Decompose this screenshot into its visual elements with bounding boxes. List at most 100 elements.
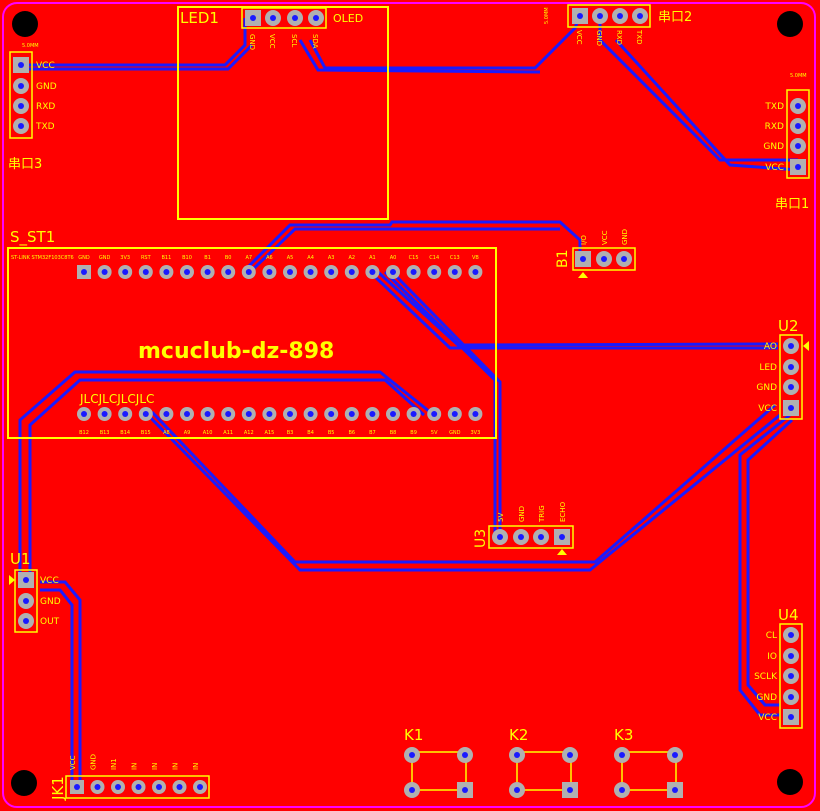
s-st1-module: S_ST1 ST-LINK STM32F103C8T6 mcuclub-dz-8… [7, 228, 497, 439]
pad-hole [451, 411, 458, 417]
pin-label: A11 [223, 430, 233, 436]
pad-hole [176, 784, 183, 790]
pin-label: 3V3 [120, 255, 130, 261]
pin-label: A5 [287, 255, 294, 261]
led1-pin-label: SDA [311, 34, 319, 49]
pad-hole [390, 411, 396, 417]
s-st1-ref: S_ST1 [10, 228, 55, 247]
port2-pin-label: TXD [635, 29, 643, 44]
pad-hole [81, 269, 87, 275]
led1-pin-label: SCL [290, 34, 298, 47]
k1-ref: K1 [404, 726, 423, 744]
pin-label: B5 [328, 430, 335, 436]
pad-hole [307, 411, 314, 417]
pin-label: B1 [204, 255, 211, 261]
pad-hole [245, 269, 252, 275]
pin-label: IN1 [110, 758, 118, 770]
pin-label: B15 [141, 430, 151, 436]
pin-label: VCC [69, 755, 77, 770]
s-st1-bottom-pads [77, 407, 483, 421]
pad-hole [135, 784, 142, 790]
pad-hole [122, 269, 129, 275]
b1-ref: B1 [555, 249, 571, 268]
pad-hole [245, 411, 252, 417]
pad-hole [410, 269, 417, 275]
port1-pin-label: TXD [764, 102, 784, 112]
pin-label: B7 [369, 430, 376, 436]
u3-pin-label: TRIG [538, 505, 546, 523]
port3-pin-label: TXD [35, 122, 55, 132]
port3-connector: 5.0MM VCC GND RXD TXD 串口3 [8, 43, 57, 172]
pad-hole [142, 269, 149, 275]
led1-name: OLED [333, 12, 363, 25]
pin-label: A10 [203, 430, 213, 436]
port3-pin-label: VCC [36, 61, 55, 71]
port1-pin-label: RXD [765, 122, 784, 132]
pin-label: A2 [348, 255, 355, 261]
u2-module: U2 AO LED GND VCC [756, 317, 809, 420]
u4-ref: U4 [778, 606, 799, 624]
pin-label: B10 [182, 255, 192, 261]
pad-hole [115, 784, 121, 790]
pad-hole [184, 269, 190, 275]
u1-pin-label: OUT [40, 617, 60, 627]
pin-label: RST [141, 255, 152, 261]
pin-label: B6 [348, 430, 355, 436]
pad-hole [472, 411, 479, 417]
pad-hole [348, 411, 355, 417]
pin-label: B14 [120, 430, 130, 436]
port2-connector: 5.0MM 串口2 VCC GND RXD TXD [544, 4, 692, 46]
u4-pin-label: GND [756, 693, 777, 703]
u2-pin-label: GND [756, 383, 777, 393]
u1-pin-label: GND [40, 597, 61, 607]
pin-label: A0 [390, 255, 397, 261]
pad-hole [472, 269, 479, 275]
u4-pin-label: VCC [758, 713, 777, 723]
u4-pin-label: CL [766, 631, 777, 641]
pin-label: A6 [266, 255, 273, 261]
u2-ref: U2 [778, 317, 799, 335]
port2-tag: 5.0MM [544, 7, 550, 24]
pad-hole [287, 411, 293, 417]
port3-pin-label: RXD [36, 102, 55, 112]
b1-pin-label: GND [621, 229, 629, 245]
pad-hole [101, 411, 108, 417]
s-st1-jlc: JLCJLCJLCJLC [79, 392, 154, 406]
pin-label: A4 [307, 255, 314, 261]
pin-label: A12 [244, 430, 254, 436]
pad-hole [225, 269, 232, 275]
u2-pin-label: AO [764, 342, 777, 352]
pin-label: IN [131, 763, 139, 770]
pad-hole [369, 411, 376, 417]
k3-switch: K3 [614, 726, 683, 798]
u3-ref: U3 [473, 529, 489, 548]
pad-hole [307, 269, 314, 275]
pin-label: GND [90, 754, 98, 770]
pad-hole [163, 411, 170, 417]
k3-ref: K3 [614, 726, 633, 744]
pin-label: A3 [328, 255, 335, 261]
pin-label: C13 [450, 255, 460, 261]
pin-label: IN [151, 763, 159, 770]
led1-pads [245, 10, 324, 26]
pin-label: 5V [431, 430, 438, 436]
s-st1-title: mcuclub-dz-898 [138, 339, 334, 364]
u2-pin-label: LED [759, 363, 777, 373]
pin-label: B4 [307, 430, 314, 436]
pin-label: B12 [79, 430, 89, 436]
pad-hole [204, 269, 211, 275]
pad-hole [431, 411, 438, 417]
port1-connector: 5.0MM TXD RXD GND VCC 串口1 [763, 73, 810, 212]
u4-pin-label: SCLK [754, 672, 778, 682]
pad-hole [287, 269, 293, 275]
pad-hole [410, 411, 417, 417]
u2-pin-label: VCC [758, 404, 777, 414]
port1-ref: 串口1 [775, 197, 809, 212]
pin-label: B13 [100, 430, 110, 436]
pin-label: B8 [390, 430, 397, 436]
k2-ref: K2 [509, 726, 528, 744]
port2-pin-label: RXD [615, 30, 623, 45]
